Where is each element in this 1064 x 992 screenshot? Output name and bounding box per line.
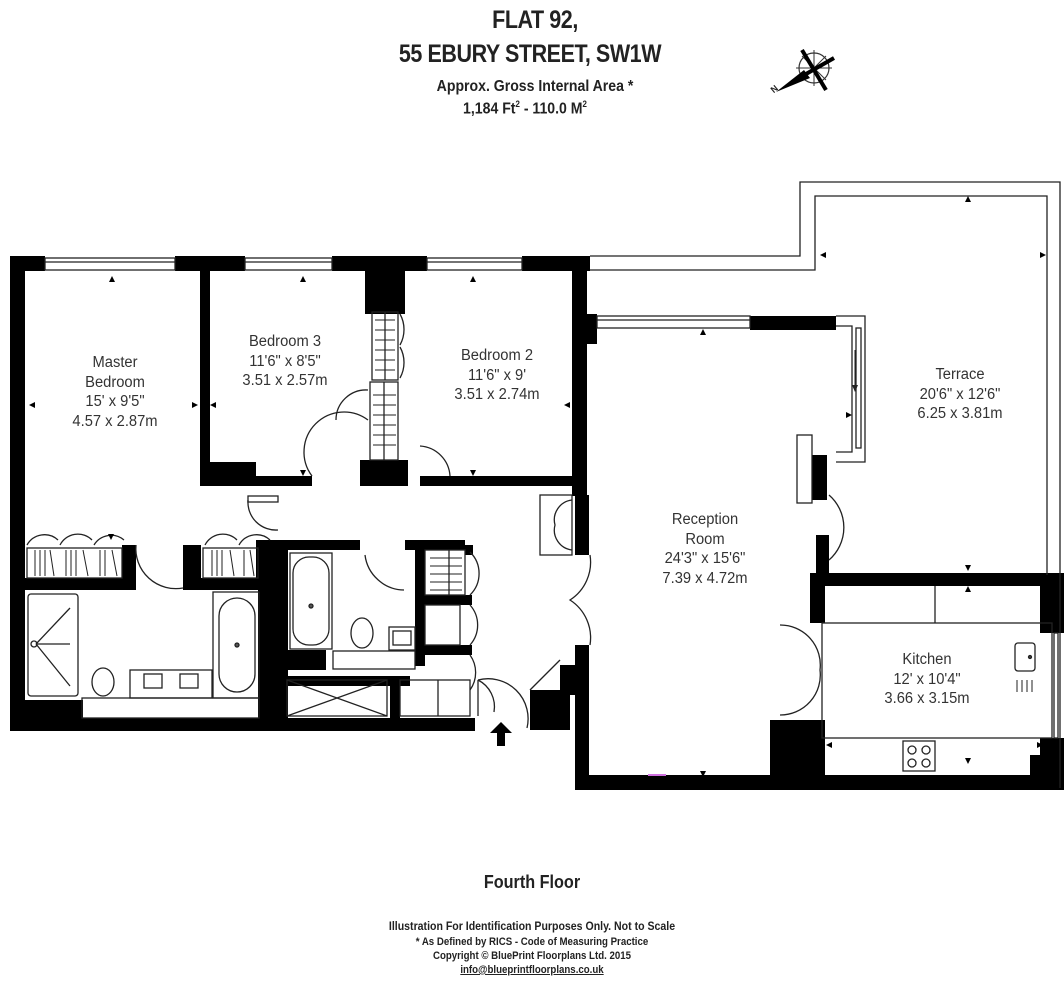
room-name-line2: Room: [685, 530, 725, 548]
dimension-markers: [29, 196, 1046, 777]
area-separator: -: [519, 100, 533, 118]
room-imperial: 12' x 10'4": [893, 670, 961, 688]
room-metric: 4.57 x 2.87m: [72, 412, 158, 430]
title-flat-number: FLAT 92,: [492, 6, 578, 34]
room-metric: 3.66 x 3.15m: [884, 690, 970, 707]
room-imperial: 11'6" x 8'5": [249, 352, 321, 370]
room-imperial: 24'3" x 15'6": [664, 550, 746, 567]
room-name: Master: [92, 354, 138, 371]
room-name: Terrace: [935, 366, 985, 383]
copyright-text: Copyright © BluePrint Floorplans Ltd. 20…: [432, 950, 632, 962]
room-metric: 6.25 x 3.81m: [917, 405, 1003, 422]
room-name: Reception: [671, 511, 739, 528]
rics-note: * As Defined by RICS - Code of Measuring…: [415, 936, 649, 948]
room-terrace: Terrace 20'6" x 12'6" 6.25 x 3.81m: [898, 365, 1022, 424]
room-name: Bedroom 3: [248, 333, 322, 350]
room-imperial: 11'6" x 9': [467, 366, 527, 384]
room-name-line2: Bedroom: [85, 373, 145, 391]
floor-label: Fourth Floor: [483, 872, 581, 892]
contact-email-link[interactable]: info@blueprintfloorplans.co.uk: [460, 964, 604, 976]
room-bedroom-3: Bedroom 3 11'6" x 8'5" 3.51 x 2.57m: [223, 332, 347, 391]
room-name: Bedroom 2: [460, 347, 534, 364]
entrance-arrow-icon: [490, 722, 512, 746]
room-bedroom-2: Bedroom 2 11'6" x 9' 3.51 x 2.74m: [435, 346, 559, 405]
room-imperial: 15' x 9'5": [85, 393, 145, 410]
area-sqm: 110.0 M: [532, 100, 583, 118]
room-metric: 3.51 x 2.74m: [454, 386, 540, 403]
room-metric: 7.39 x 4.72m: [662, 569, 748, 587]
area-value: 1,184 Ft2 - 110.0 M2: [411, 99, 640, 118]
area-label-text: Approx. Gross Internal Area *: [436, 78, 634, 95]
area-sqft-sup: 2: [515, 99, 520, 109]
room-metric: 3.51 x 2.57m: [242, 372, 328, 389]
disclaimer-text: Illustration For Identification Purposes…: [388, 919, 676, 933]
room-imperial: 20'6" x 12'6": [919, 385, 1001, 403]
room-master-bedroom: Master Bedroom 15' x 9'5" 4.57 x 2.87m: [53, 353, 177, 431]
walls: [10, 256, 1064, 790]
area-sqm-sup: 2: [582, 99, 587, 109]
outlines: [26, 181, 1061, 788]
room-reception: Reception Room 24'3" x 15'6" 7.39 x 4.72…: [643, 510, 767, 588]
title-address: 55 EBURY STREET, SW1W: [398, 40, 662, 68]
compass-rose-icon: [776, 48, 835, 92]
room-name: Kitchen: [902, 651, 952, 668]
area-label: Approx. Gross Internal Area *: [412, 78, 658, 96]
room-kitchen: Kitchen 12' x 10'4" 3.66 x 3.15m: [865, 650, 989, 709]
area-sqft: 1,184 Ft: [463, 100, 516, 118]
